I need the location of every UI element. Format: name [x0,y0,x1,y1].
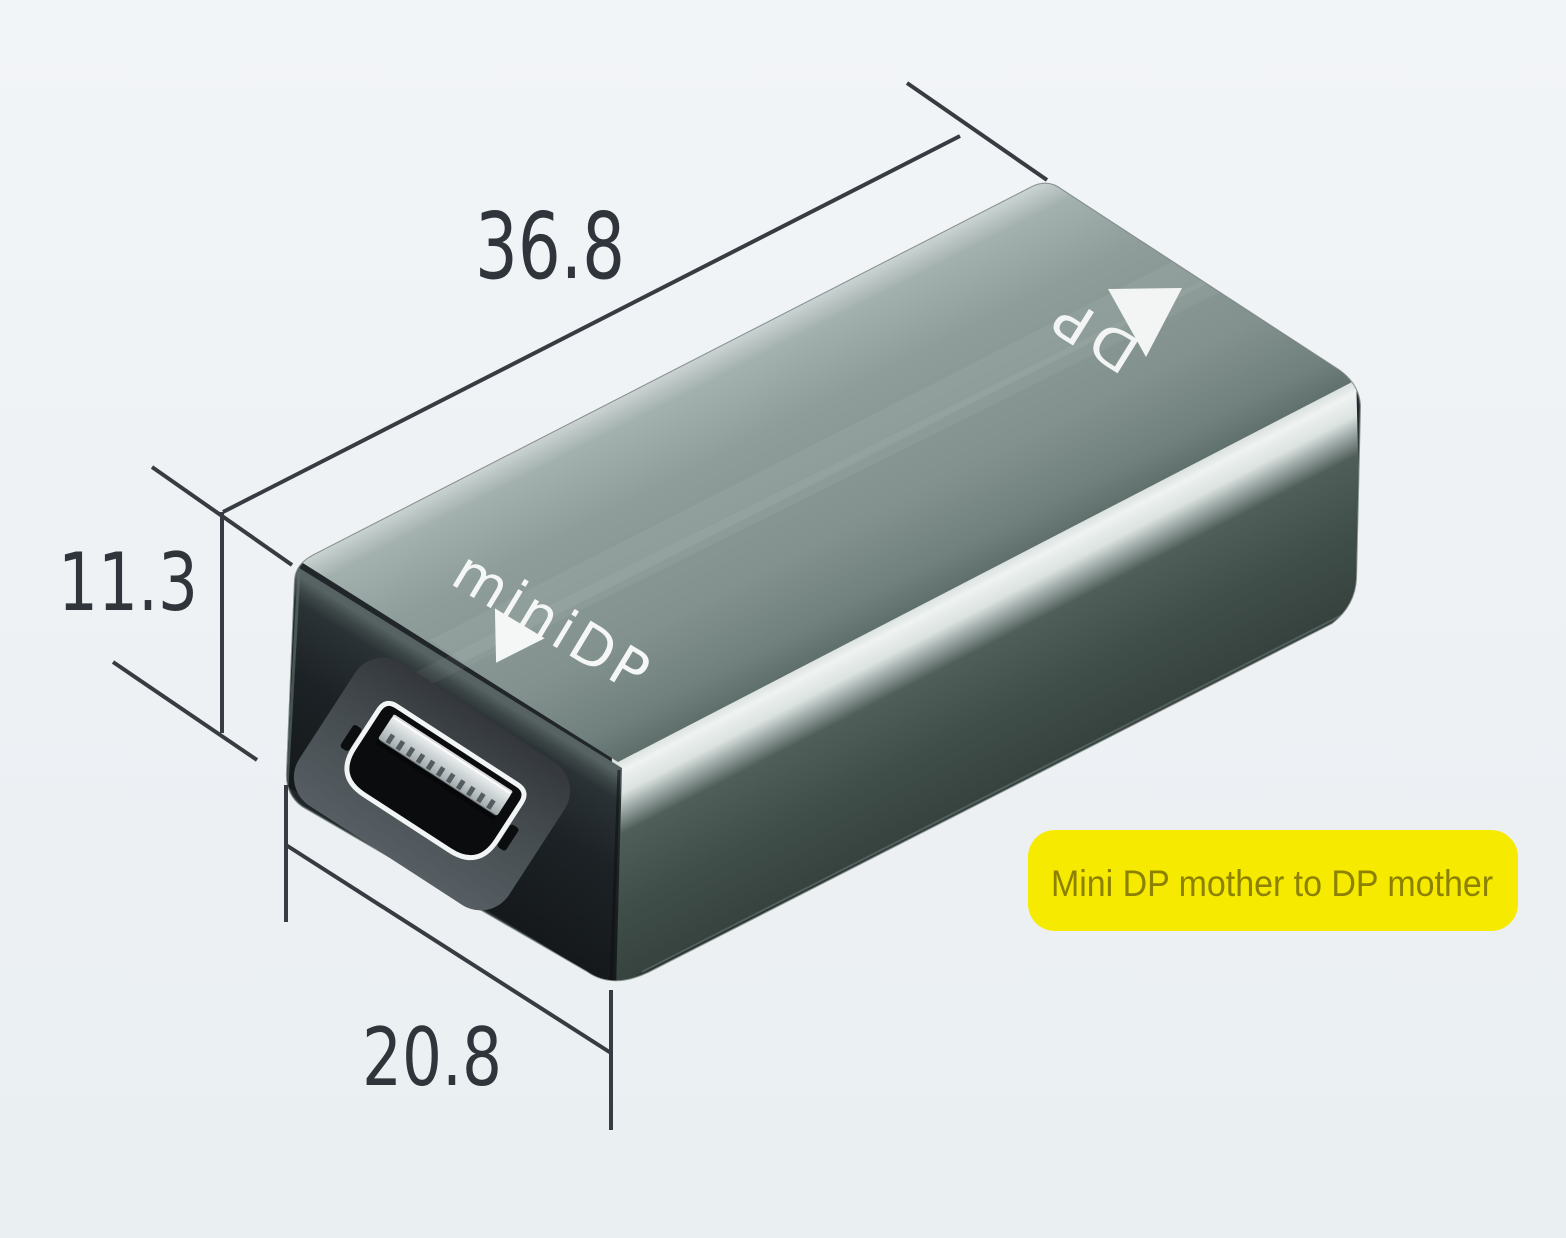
bottom-right-edge-glint [641,613,1345,973]
port-latch-notch-right [497,824,519,851]
device-top-face [298,183,1356,762]
info-badge-text: Mini DP mother to DP mother [1051,863,1493,904]
dimension-label-length: 36.8 [475,193,625,300]
dimension-height [111,512,259,762]
dimension-depth [284,785,613,1130]
device-side-face [608,372,1360,981]
dimension-label-depth: 20.8 [362,1011,502,1104]
dimension-line-length [222,134,961,514]
port-tongue [378,716,511,816]
port-latch-notch-left [340,725,362,751]
dimension-extension-length-right [905,81,1049,182]
dimension-label-height: 11.3 [58,536,198,629]
dimension-annotations [111,81,1049,1130]
front-side-edge [609,769,621,981]
minidp-port [293,657,571,911]
dp-arrow-icon [1108,288,1182,357]
dimension-line-depth [284,843,613,1055]
top-face-highlight [430,258,1214,662]
port-pins [385,733,496,810]
top-face-highlight-2 [360,262,1256,712]
info-badge: Mini DP mother to DP mother [1028,830,1518,931]
adapter-device: miniDP DP [285,182,1362,982]
info-badge-background [1028,830,1518,931]
port-tongue-shadow [374,738,498,821]
minidp-arrow-icon [494,608,545,663]
front-left-edge [286,571,301,787]
dimension-tick-height-bottom [111,660,259,762]
port-tongue-glint [392,714,513,794]
